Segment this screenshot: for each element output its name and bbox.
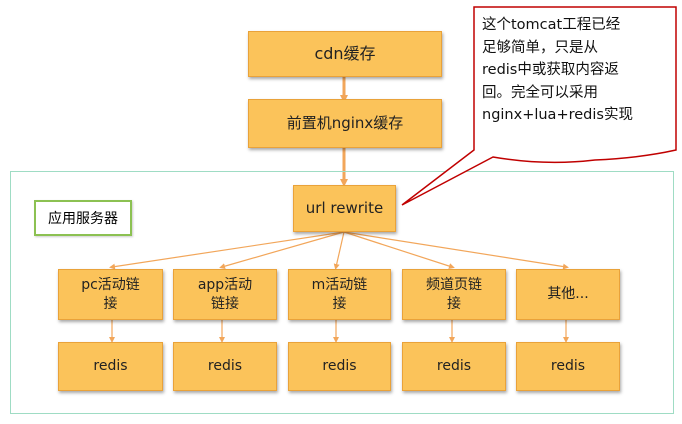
redis-box-app: redis <box>173 342 277 391</box>
pc-activity-link-line1: pc活动链 <box>81 276 140 293</box>
callout-line: 足够简单，只是从 <box>482 39 598 56</box>
arrow-rewrite-to-other <box>343 231 569 270</box>
m-activity-link-line2: 接 <box>332 295 347 312</box>
app-server-label: 应用服务器 <box>34 200 132 236</box>
cdn-cache-text: cdn缓存 <box>314 44 376 64</box>
redis-text-channel: redis <box>436 358 472 375</box>
redis-text-other: redis <box>550 358 586 375</box>
redis-box-m: redis <box>288 342 391 391</box>
nginx-cache-box: 前置机nginx缓存 <box>248 99 442 148</box>
redis-box-channel: redis <box>402 342 506 391</box>
m-activity-link-box: m活动链 接 <box>288 269 391 320</box>
redis-text-app: redis <box>207 358 243 375</box>
redis-box-other: redis <box>516 342 620 391</box>
callout-line: 回。完全可以采用 <box>482 84 598 101</box>
app-activity-link-box: app活动 链接 <box>173 269 277 320</box>
callout-text: 这个tomcat工程已经 足够简单，只是从 redis中或获取内容返 回。完全可… <box>482 14 672 127</box>
cdn-cache-box: cdn缓存 <box>248 31 442 77</box>
redis-text-pc: redis <box>93 358 128 375</box>
other-link-text: 其他... <box>547 286 589 303</box>
app-activity-link-line2: 链接 <box>211 295 239 312</box>
arrow-rewrite-to-channel <box>343 231 455 269</box>
channel-page-link-line1: 频道页链 <box>426 276 482 293</box>
arrow-rewrite-to-m <box>333 231 345 270</box>
app-activity-link-line1: app活动 <box>197 276 253 293</box>
arrow-rewrite-to-app <box>219 231 345 270</box>
m-activity-link-line1: m活动链 <box>311 276 368 293</box>
channel-page-link-line2: 接 <box>447 295 461 312</box>
redis-box-pc: redis <box>58 342 163 391</box>
redis-text-m: redis <box>322 358 357 375</box>
app-server-container <box>10 171 674 414</box>
callout-line: redis中或获取内容返 <box>482 62 619 78</box>
pc-activity-link-line2: 接 <box>103 295 118 312</box>
callout-line: nginx+lua+redis实现 <box>482 107 633 123</box>
nginx-cache-text: 前置机nginx缓存 <box>286 114 404 133</box>
url-rewrite-box: url rewrite <box>293 185 396 232</box>
channel-page-link-box: 频道页链 接 <box>402 269 506 320</box>
url-rewrite-text: url rewrite <box>305 199 384 218</box>
pc-activity-link-box: pc活动链 接 <box>58 269 163 320</box>
arrow-rewrite-to-pc <box>109 231 345 270</box>
callout-line: 这个tomcat工程已经 <box>482 17 621 33</box>
other-link-box: 其他... <box>516 269 620 320</box>
